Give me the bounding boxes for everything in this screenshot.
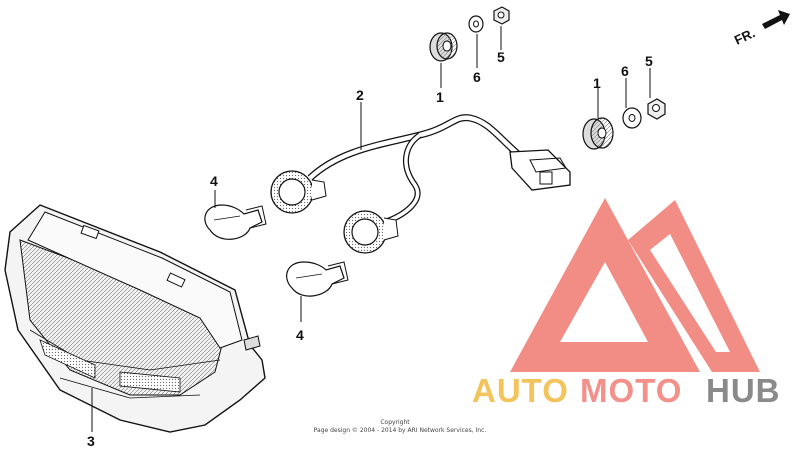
callout-part-3: 3 — [87, 433, 95, 449]
brand-text-hub: HUB — [706, 372, 781, 409]
washer-icon — [622, 107, 642, 129]
callout-part-5: 5 — [645, 53, 653, 69]
front-arrow-icon — [762, 10, 790, 29]
nut-icon — [493, 6, 510, 25]
grommet-set-top: 1 6 5 — [429, 6, 510, 105]
nut-icon — [647, 98, 666, 120]
bulb-socket-icon — [270, 170, 327, 214]
callout-part-6: 6 — [621, 63, 629, 79]
rubber-grommet-icon — [582, 117, 614, 150]
light-bulb-icon — [286, 261, 349, 297]
brand-text-moto: MOTO — [580, 372, 682, 409]
callout-part-1: 1 — [593, 75, 601, 91]
callout-part-2: 2 — [356, 87, 364, 103]
tail-light-housing: 3 — [4, 204, 266, 449]
direction-label: FR. — [732, 25, 757, 47]
grommet-set-right: 1 6 5 — [582, 53, 666, 150]
copyright-notice: Copyright Page design © 2004 - 2014 by A… — [314, 419, 487, 434]
callout-part-1: 1 — [436, 89, 444, 105]
front-direction-indicator: FR. — [732, 10, 790, 48]
copyright-title: Copyright — [380, 419, 410, 426]
watermark-brand: AUTO MOTO HUB — [472, 372, 781, 409]
harness-connector-icon — [509, 149, 571, 191]
callout-part-6: 6 — [473, 69, 481, 85]
callout-part-4: 4 — [296, 327, 304, 343]
wire-harness: 2 — [270, 87, 571, 254]
light-bulb-icon — [204, 204, 267, 240]
bulb-socket-icon — [343, 210, 399, 254]
callout-part-4: 4 — [210, 173, 218, 189]
bulb-upper: 4 — [204, 173, 267, 240]
callout-part-5: 5 — [497, 49, 505, 65]
copyright-text: Page design © 2004 - 2014 by ARI Network… — [314, 427, 487, 434]
rubber-grommet-icon — [429, 32, 458, 62]
brand-text-auto: AUTO — [472, 372, 569, 409]
washer-icon — [468, 15, 484, 33]
bulb-lower: 4 — [286, 261, 349, 343]
watermark-logo-icon — [510, 198, 760, 372]
